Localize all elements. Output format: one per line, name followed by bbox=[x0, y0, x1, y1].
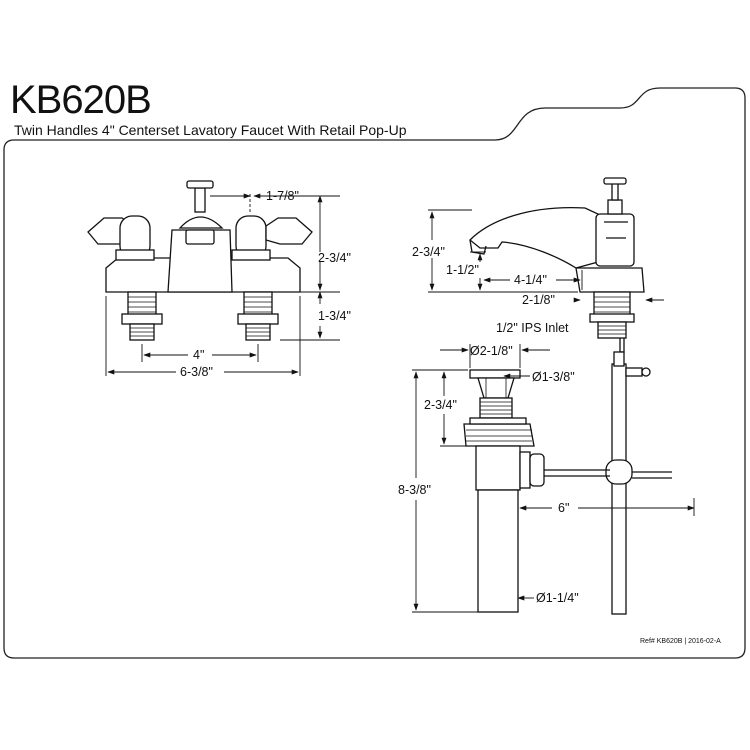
drain-assembly bbox=[463, 351, 672, 615]
side-dim-spout-reach: 4-1/4" bbox=[514, 273, 547, 287]
drain-dim-tailpiece-diameter: Ø1-1/4" bbox=[536, 591, 579, 605]
side-dim-spout-height: 2-3/4" bbox=[412, 245, 445, 259]
drain-dim-rod-length: 6" bbox=[558, 501, 569, 515]
side-dim-spout-clearance: 1-1/2" bbox=[446, 263, 479, 277]
drain-dim-total-height: 8-3/8" bbox=[398, 483, 431, 497]
side-view-faucet bbox=[469, 177, 645, 353]
drain-dimension-lines bbox=[412, 344, 695, 613]
front-dim-handle-offset: 1-7/8" bbox=[266, 189, 299, 203]
drain-dim-flange-diameter: Ø2-1/8" bbox=[470, 344, 513, 358]
sheet-border bbox=[3, 87, 746, 659]
front-view-dimension-lines bbox=[105, 193, 340, 376]
front-dim-body-height: 2-3/4" bbox=[318, 251, 351, 265]
drain-threads bbox=[466, 378, 532, 442]
product-description: Twin Handles 4" Centerset Lavatory Fauce… bbox=[14, 122, 407, 138]
drain-dim-flange-height: 2-3/4" bbox=[424, 398, 457, 412]
front-dim-centers: 4" bbox=[193, 348, 204, 362]
side-dim-base-depth: 2-1/8" bbox=[522, 293, 555, 307]
front-dim-overall-width: 6-3/8" bbox=[180, 365, 213, 379]
side-view-threads bbox=[594, 296, 630, 335]
side-view-dimension-lines bbox=[428, 209, 664, 303]
side-inlet-label: 1/2" IPS Inlet bbox=[496, 321, 569, 335]
model-number: KB620B bbox=[10, 78, 152, 122]
front-view-threads bbox=[128, 296, 272, 337]
reference-code: Ref# KB620B | 2016-02-A bbox=[640, 638, 721, 645]
front-dim-shank-length: 1-3/4" bbox=[318, 309, 351, 323]
front-view-faucet bbox=[87, 180, 313, 341]
drain-dim-strainer-diameter: Ø1-3/8" bbox=[532, 370, 575, 384]
